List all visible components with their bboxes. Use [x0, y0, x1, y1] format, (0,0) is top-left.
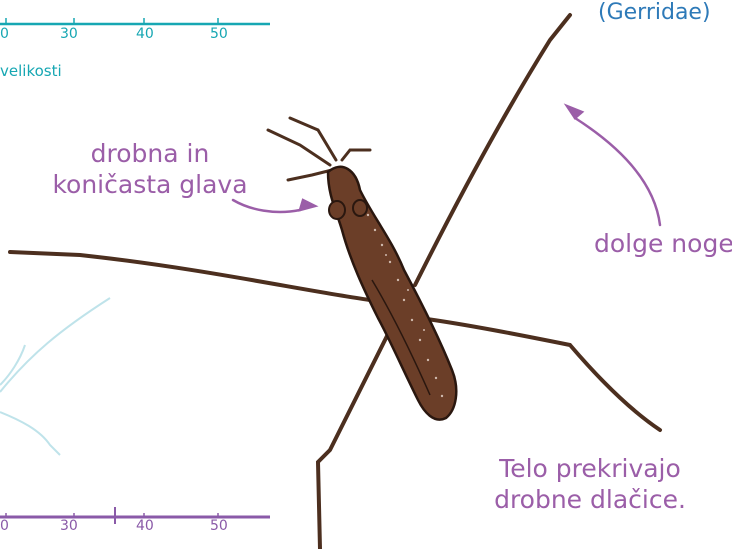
- insect-body: [328, 167, 456, 420]
- head-arrow: [233, 200, 300, 212]
- background-sketch: [0, 298, 110, 455]
- top-scale-label-50: 50: [210, 26, 228, 42]
- bottom-scale-label-40: 40: [136, 518, 154, 534]
- bottom-scale-label-50: 50: [210, 518, 228, 534]
- body-label-line-1: Telo prekrivajo: [470, 453, 710, 484]
- top-scale: [0, 18, 270, 24]
- top-scale-label-40: 40: [136, 26, 154, 42]
- head-label-line-2: koničasta glava: [40, 169, 260, 200]
- bottom-scale-label-30: 30: [60, 518, 78, 534]
- top-scale-label-30: 30: [60, 26, 78, 42]
- annotation-arrows: [233, 106, 660, 225]
- head-arrow-head: [300, 200, 315, 210]
- legs-label: dolge noge: [594, 228, 732, 259]
- body-label-line-2: drobne dlačice.: [470, 484, 710, 515]
- top-scale-caption: velikosti: [0, 62, 62, 80]
- legs-arrow: [575, 118, 660, 225]
- body-label: Telo prekrivajo drobne dlačice.: [470, 453, 710, 515]
- head-label-line-1: drobna in: [40, 138, 260, 169]
- insect-eye: [353, 200, 367, 216]
- family-label: (Gerridae): [598, 0, 711, 26]
- bottom-scale: [0, 507, 270, 524]
- top-scale-label-0: 0: [0, 26, 9, 42]
- bottom-scale-label-0: 0: [0, 518, 9, 534]
- head-label: drobna in koničasta glava: [40, 138, 260, 200]
- water-strider: [328, 167, 456, 420]
- legs-arrow-head: [567, 106, 582, 118]
- insect-eye: [329, 201, 345, 219]
